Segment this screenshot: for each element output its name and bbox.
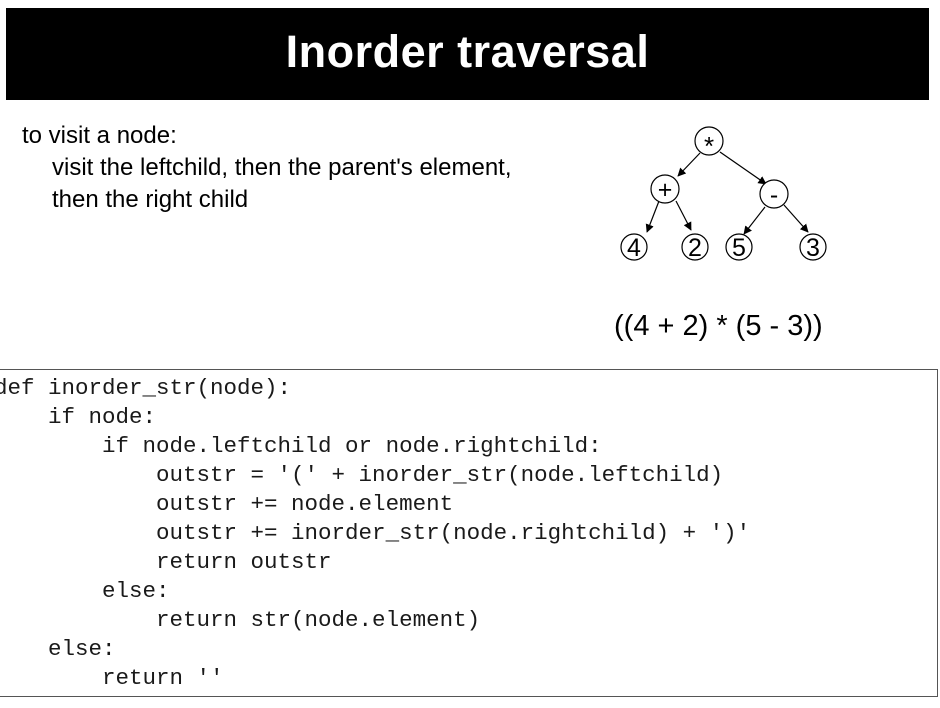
tree-edge [677,152,701,177]
code-block [0,369,938,697]
code-line: return '' [0,665,224,691]
code-line: return str(node.element) [0,607,481,633]
code-line: if node.leftchild or node.rightchild: [0,433,602,459]
tree-leaf-node [799,233,827,261]
tree-leaf-node [620,233,648,261]
tree-edge [675,200,692,231]
code-line: outstr += inorder_str(node.rightchild) +… [0,520,751,546]
tree-leaf-label: 3 [806,234,820,262]
description-line-3: then the right child [52,186,249,213]
code-line: outstr = '(' + inorder_str(node.leftchil… [0,462,724,488]
description: to visit a node: visit the leftchild, th… [22,120,512,216]
code-line: outstr += node.element [0,491,454,517]
tree-leaf-node [681,233,709,261]
description-line-2: visit the leftchild, then the parent's e… [52,154,512,181]
tree-edge [783,204,809,233]
page-title: Inorder traversal [285,26,650,77]
tree-node-left-label: + [658,176,673,204]
tree-leaf-label: 5 [732,234,746,262]
tree-node-root [694,126,724,156]
tree-node-right [759,179,789,209]
tree-leaf-node [725,233,753,261]
infix-expression: ((4 + 2) * (5 - 3)) [614,310,823,342]
tree-edge [743,206,766,235]
tree-leaf-label: 4 [627,234,641,262]
tree-node-left [650,174,680,204]
tree-leaf-label: 2 [688,234,702,262]
tree-edge [719,151,767,185]
title-bar: Inorder traversal [6,8,929,100]
code-line: else: [0,578,170,604]
tree-node-root-label: * [704,131,714,161]
code-line: return outstr [0,549,332,575]
code-line: def inorder_str(node): [0,375,292,401]
tree-node-right-label: - [770,181,778,209]
code-line: if node: [0,404,157,430]
code-line: else: [0,636,116,662]
description-line-1: to visit a node: [22,122,177,149]
expression-tree-diagram: * + - 4 2 5 3 [620,126,827,262]
tree-edge [645,200,660,233]
